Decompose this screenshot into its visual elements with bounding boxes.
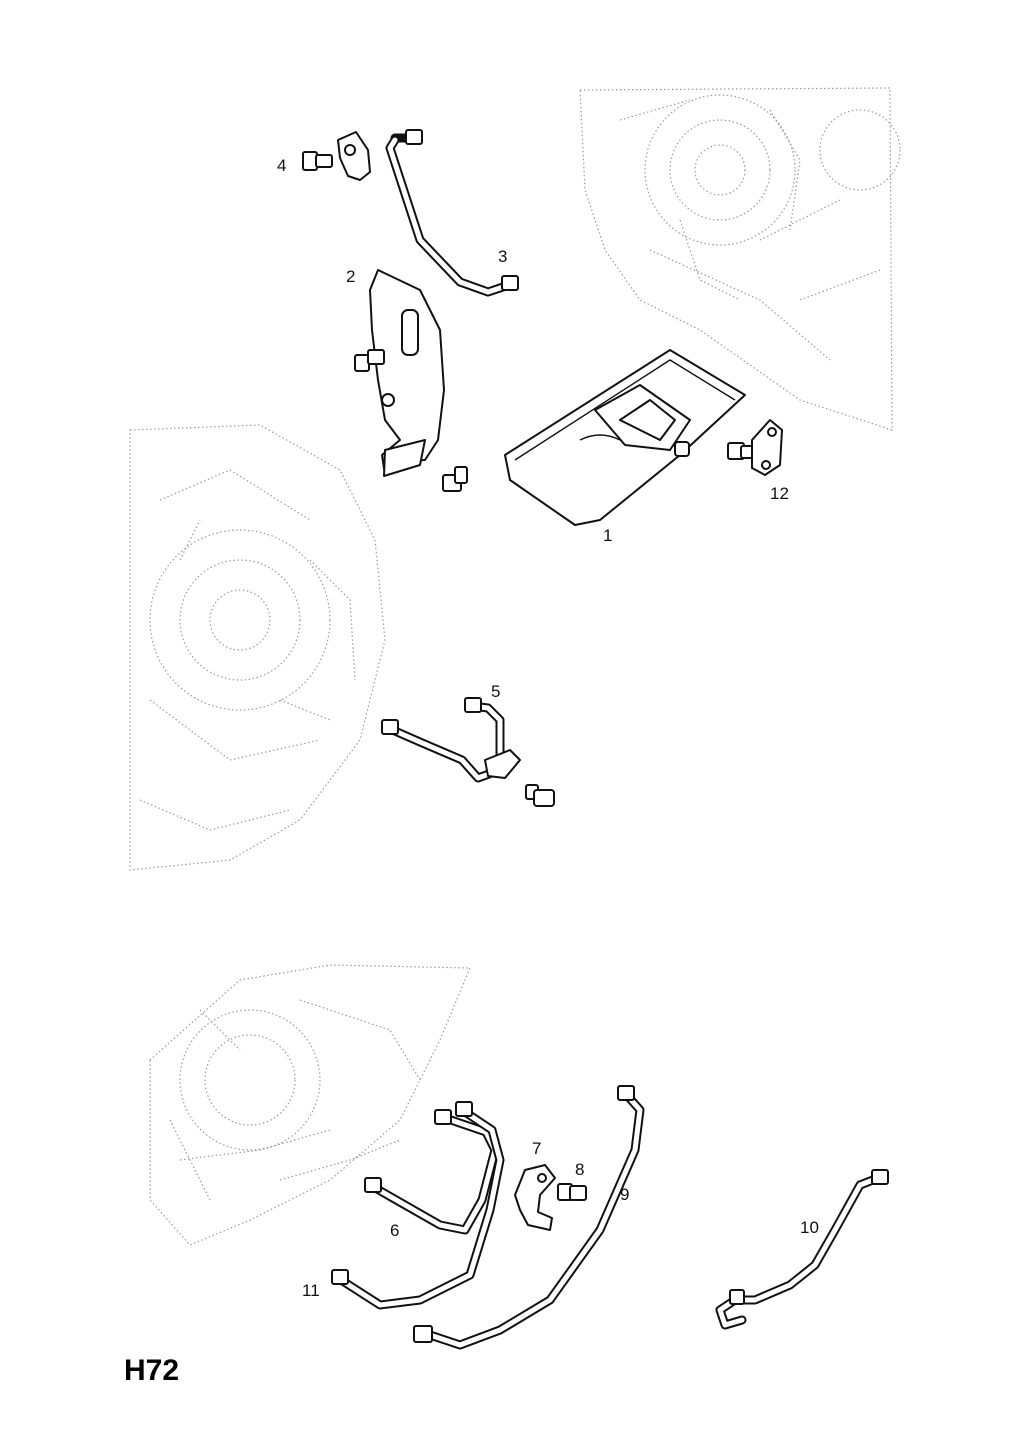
callout-11: 11	[302, 1281, 320, 1300]
callout-5: 5	[491, 682, 500, 701]
part-5-pipe	[381, 697, 555, 807]
filter-bolt	[442, 466, 468, 492]
callout-9: 9	[620, 1185, 629, 1204]
part-6-pipe	[364, 1109, 500, 1235]
transmission-housing-lower-left	[149, 964, 471, 1246]
callout-6: 6	[390, 1221, 399, 1240]
transmission-housing-upper-right	[579, 87, 901, 431]
callout-2: 2	[346, 267, 355, 286]
part-12-bolt-bracket	[727, 419, 783, 476]
callout-7: 7	[532, 1139, 541, 1158]
diagram-code: H72	[124, 1354, 179, 1387]
callout-12: 12	[770, 484, 789, 503]
part-1-filter	[504, 349, 746, 526]
callout-10: 10	[800, 1218, 819, 1237]
part-10-pipe	[715, 1169, 889, 1330]
callout-8: 8	[575, 1160, 584, 1179]
callout-4: 4	[277, 156, 286, 175]
part-9-pipe	[413, 1085, 645, 1350]
part-7-clamp	[514, 1164, 556, 1231]
callout-3: 3	[498, 247, 507, 266]
callout-1: 1	[603, 526, 612, 545]
transmission-housing-middle-left	[129, 424, 386, 871]
part-3-pipe	[385, 129, 519, 297]
part-8-bolt	[557, 1183, 587, 1201]
part-11-pipe	[331, 1101, 505, 1310]
part-4-bolt-bracket	[302, 131, 371, 181]
part-2-shield-plate	[354, 269, 445, 477]
